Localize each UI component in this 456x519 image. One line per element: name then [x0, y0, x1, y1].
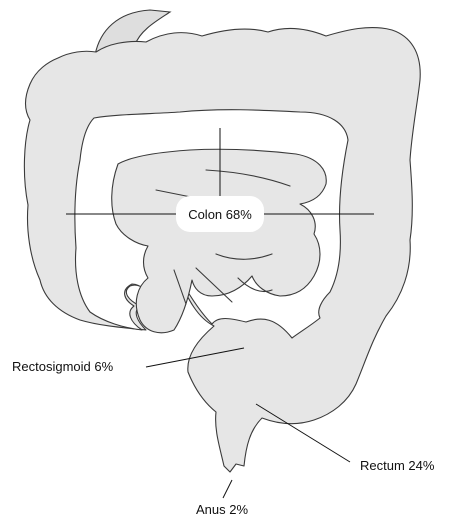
- colon-label: Colon 68%: [188, 207, 252, 222]
- anus-label: Anus 2%: [196, 502, 248, 517]
- rectum-label: Rectum 24%: [360, 458, 435, 473]
- anus-leader-line: [223, 480, 232, 498]
- rectosigmoid-label: Rectosigmoid 6%: [12, 359, 114, 374]
